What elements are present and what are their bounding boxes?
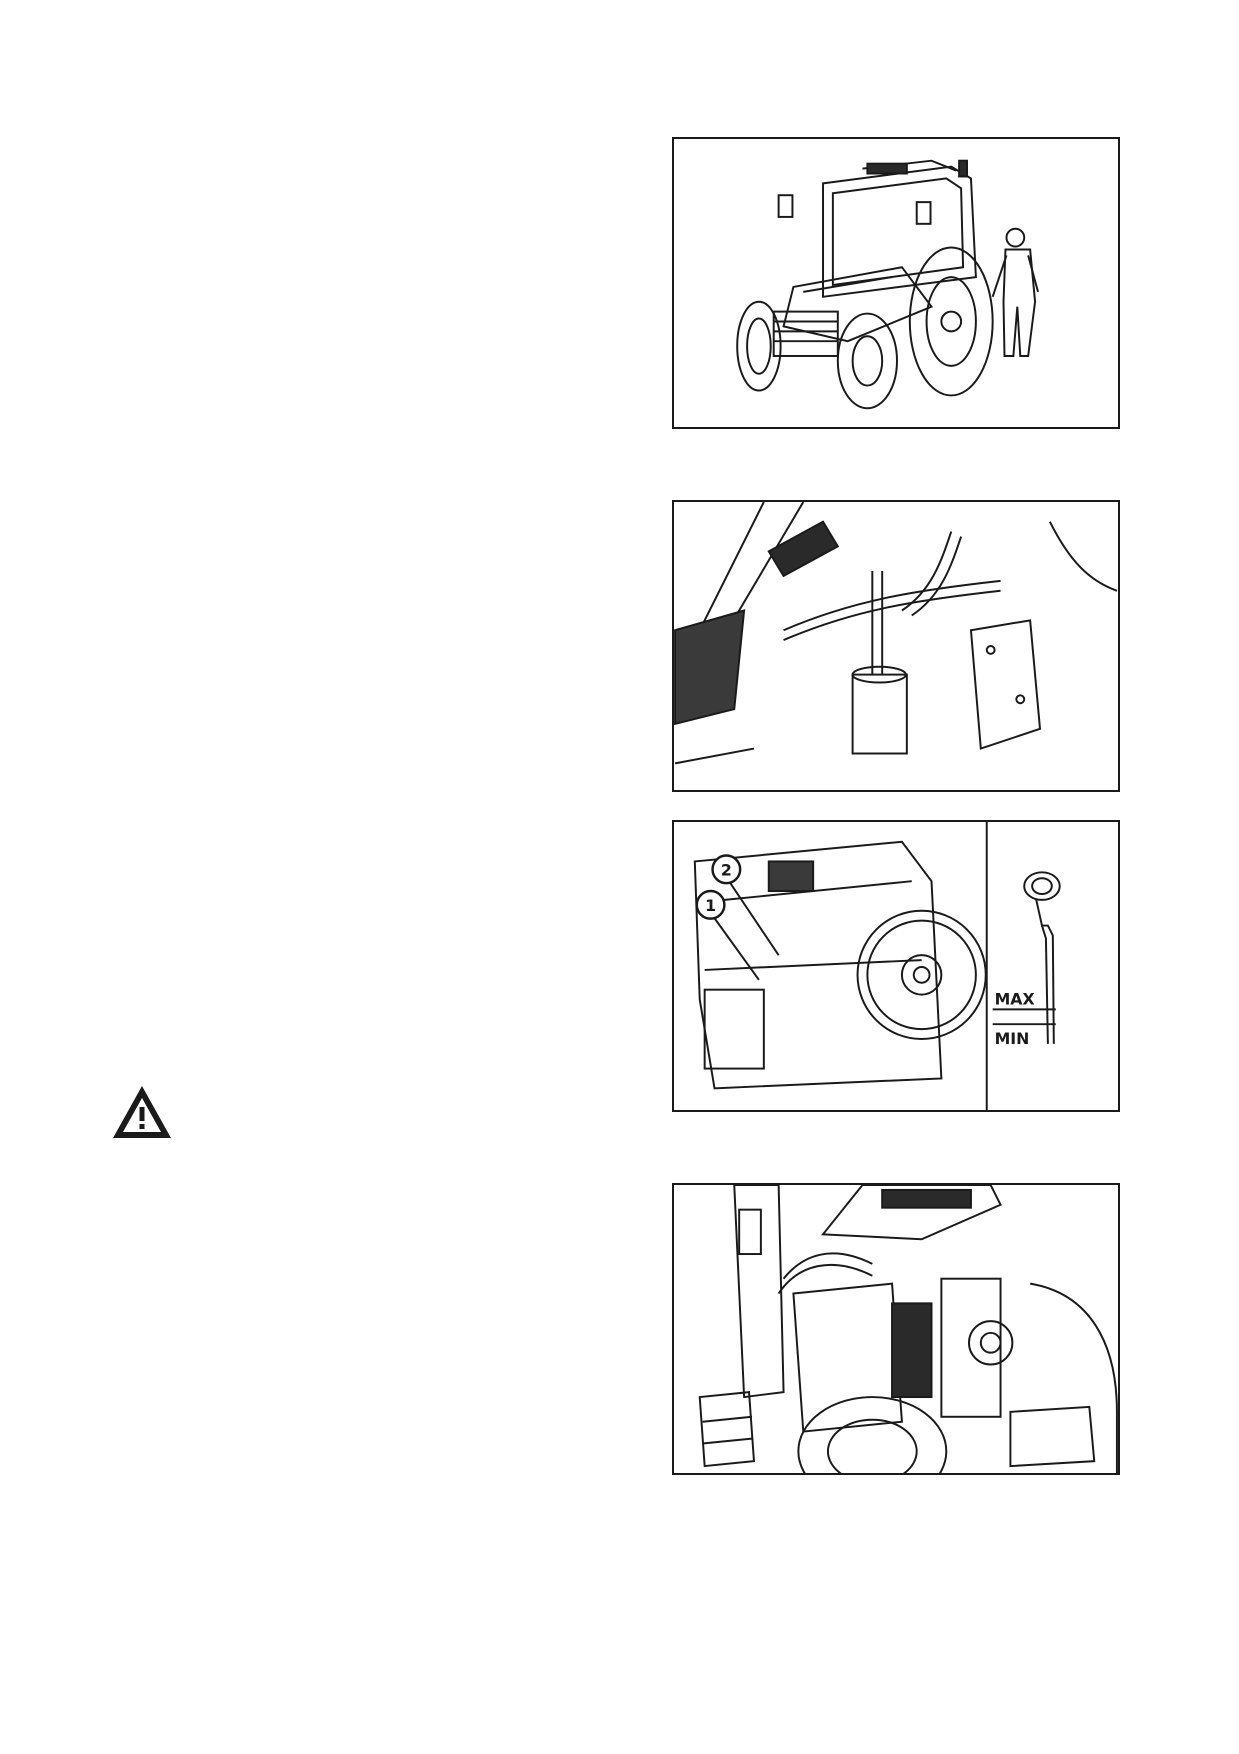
figure-open-hood	[672, 1183, 1120, 1475]
dipstick-max-label: MAX	[995, 989, 1035, 1008]
callout-1: 1	[705, 896, 716, 915]
callout-2: 2	[721, 860, 732, 879]
dipstick-min-label: MIN	[995, 1029, 1030, 1048]
tractor-with-operator-illustration	[736, 159, 1039, 410]
warning-triangle-icon	[110, 1083, 174, 1141]
open-hood-engine-bay-illustration	[698, 1185, 1118, 1473]
figure-engine-compartment	[672, 500, 1120, 792]
figure-tractor-operator	[672, 137, 1120, 429]
engine-compartment-hoses-illustration	[674, 502, 1118, 765]
engine-dipstick-illustration: 2 1 MAX MIN	[693, 822, 1061, 1110]
figure-engine-dipstick: 2 1 MAX MIN	[672, 820, 1120, 1112]
